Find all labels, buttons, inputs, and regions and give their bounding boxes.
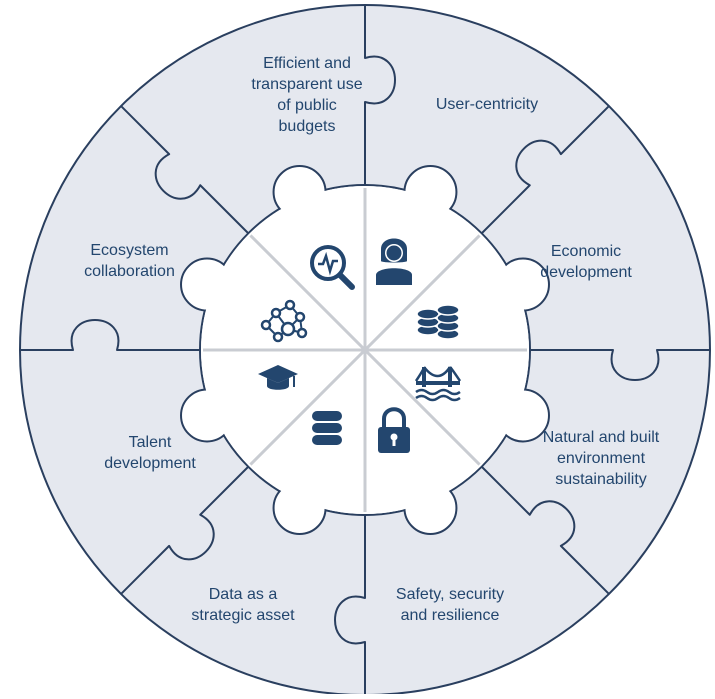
puzzle-seam-1: [477, 105, 610, 238]
label-talent-development: Talent development: [104, 434, 196, 472]
lock-icon: [378, 407, 410, 453]
label-safety-resilience: Safety, security and resilience: [395, 586, 505, 624]
label-environment-sustainability: Natural and built environment sustainabi…: [542, 429, 660, 488]
database-icon: [312, 411, 342, 445]
puzzle-seam-7: [120, 105, 253, 238]
label-ecosystem-collaboration: Ecosystem collaboration: [84, 242, 175, 280]
label-budgets: Efficient and transparent use of public …: [251, 55, 363, 135]
graduation-cap-icon: [258, 365, 298, 390]
hub-knob-fill-3: [405, 483, 455, 533]
label-data-asset: Data as a strategic asset: [191, 586, 295, 624]
puzzle-seam-2: [525, 349, 710, 381]
puzzle-seam-3: [477, 462, 610, 595]
hub-knob-fill-2: [498, 390, 548, 440]
user-icon: [376, 238, 412, 285]
hub-knob-fill-7: [275, 167, 325, 217]
hub-knob-fill-4: [275, 483, 325, 533]
puzzle-seam-4: [334, 510, 366, 695]
network-icon: [260, 299, 308, 343]
coins-icon: [416, 304, 460, 340]
label-user-centricity: User-centricity: [435, 96, 539, 113]
magnifier-chart-icon: [310, 245, 355, 290]
puzzle-seam-0: [364, 5, 396, 190]
hub-spoke-3: [249, 234, 481, 466]
puzzle-seam-5: [120, 462, 253, 595]
bridge-icon: [414, 366, 462, 402]
puzzle-seam-6: [20, 319, 205, 351]
hub-knob-fill-1: [498, 260, 548, 310]
hub-knob-fill-5: [182, 390, 232, 440]
hub-knob-fill-6: [182, 260, 232, 310]
label-economic-development: Economic development: [540, 243, 632, 281]
hub-knob-fill-0: [405, 167, 455, 217]
